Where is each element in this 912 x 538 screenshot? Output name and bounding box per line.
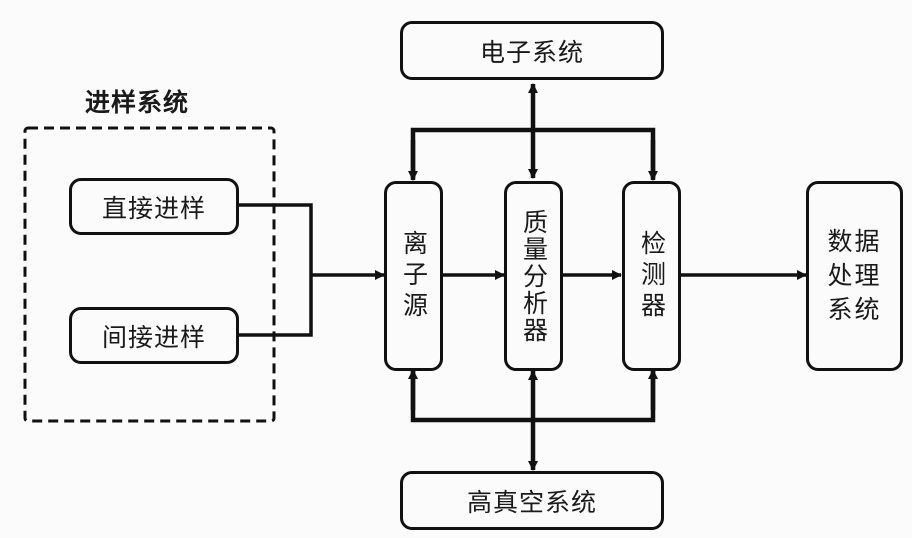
data-processing-label: 数据处理系统: [827, 227, 882, 324]
sampling-system-group: [23, 126, 276, 423]
indirect-sampling-box: 间接进样: [69, 307, 239, 364]
electronics-system-box: 电子系统: [400, 21, 664, 80]
indirect-sampling-label: 间接进样: [101, 322, 206, 352]
ion-source-label: 离子源: [399, 229, 429, 323]
ion-source-box: 离子源: [384, 181, 443, 371]
detector-box: 检测器: [622, 181, 681, 371]
electronics-system-label: 电子系统: [479, 37, 584, 67]
high-vacuum-system-box: 高真空系统: [400, 471, 664, 530]
detector-label: 检测器: [637, 229, 667, 323]
sampling-to-ion-source-arrow: [238, 203, 385, 337]
high-vacuum-system-label: 高真空系统: [466, 487, 597, 517]
data-processing-box: 数据处理系统: [806, 181, 903, 371]
vacuum-bus: [410, 370, 656, 471]
direct-sampling-label: 直接进样: [101, 193, 206, 223]
mass-analyzer-box: 质量分析器: [504, 181, 563, 371]
direct-sampling-box: 直接进样: [69, 178, 239, 235]
sampling-system-title: 进样系统: [85, 88, 190, 117]
electronics-bus: [410, 83, 656, 179]
mass-analyzer-label: 质量分析器: [519, 208, 549, 344]
